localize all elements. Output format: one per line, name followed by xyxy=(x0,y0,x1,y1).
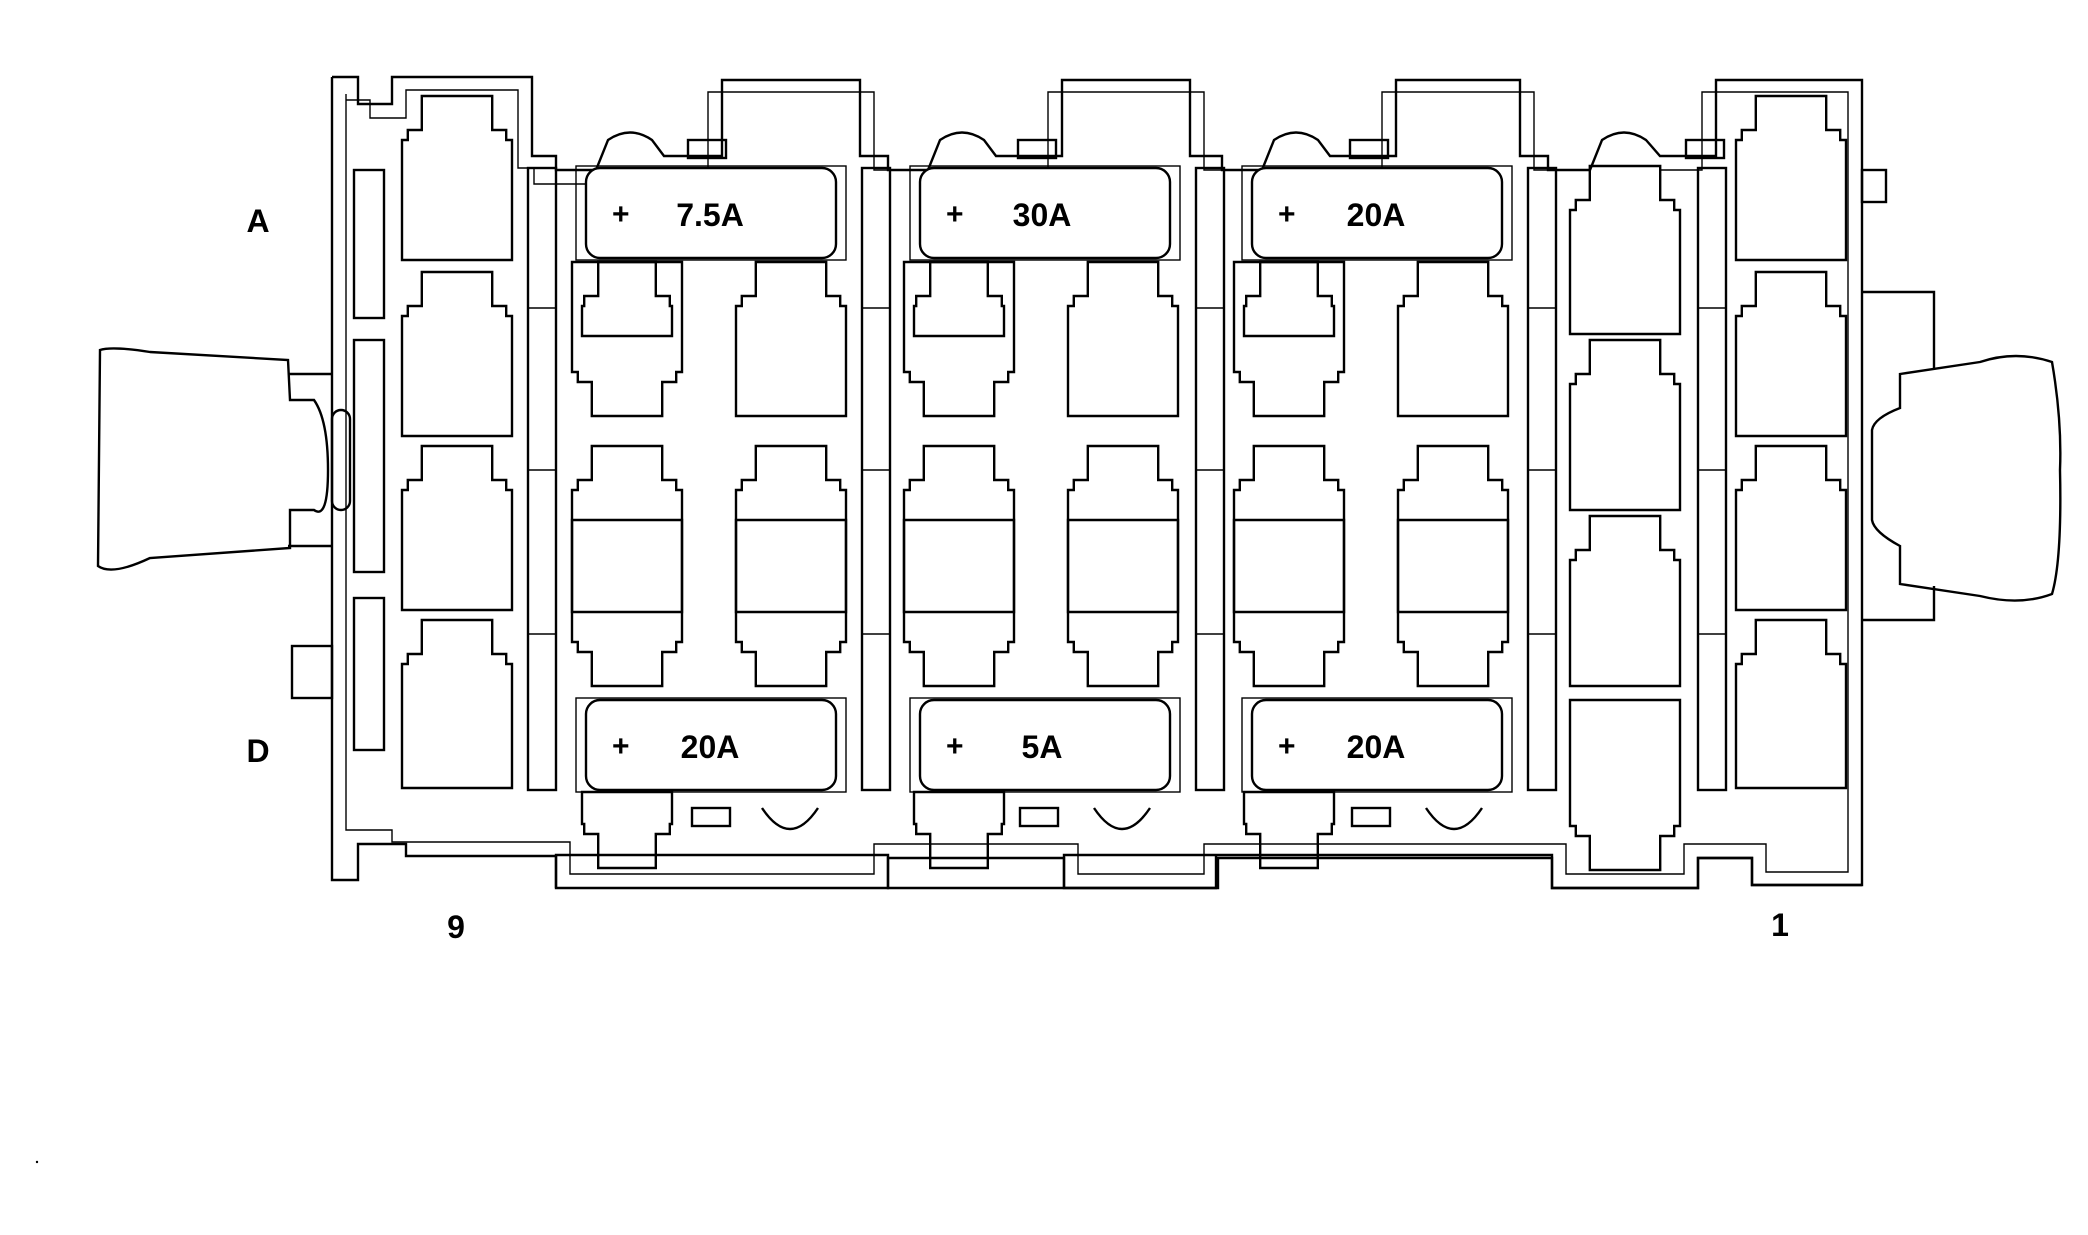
terminal-cavity-icon xyxy=(912,790,1006,870)
terminal-cavity-icon xyxy=(1568,338,1682,512)
bottom-notch-2 xyxy=(1093,807,1151,831)
bottom-tab-2 xyxy=(1018,806,1060,828)
terminal-cavity-icon xyxy=(734,518,848,688)
left-latch-key xyxy=(330,408,352,512)
terminal-cavity-icon xyxy=(1242,790,1336,870)
divider-strips xyxy=(526,166,1728,792)
top-tab-3 xyxy=(1348,138,1390,160)
fuse-top-1[interactable]: + 7.5A xyxy=(575,165,847,261)
bottom-tab-3 xyxy=(1350,806,1392,828)
fuse-bottom-3[interactable]: + 20A xyxy=(1241,697,1513,793)
terminal-cavity-icon xyxy=(902,444,1016,614)
bottom-tab-1 xyxy=(690,806,732,828)
terminal-cavity-icon xyxy=(1734,444,1848,612)
terminal-cavity-icon xyxy=(902,260,1016,418)
terminal-cavity-icon xyxy=(734,444,848,614)
fuse-bottom-3-rating: 20A xyxy=(1347,729,1406,765)
fuse-top-1-polarity: + xyxy=(612,198,630,231)
terminal-cavity-icon xyxy=(1066,518,1180,688)
terminal-cavity-icon xyxy=(912,260,1006,338)
left-key-slot-1 xyxy=(352,168,386,320)
fuse-bottom-3-polarity: + xyxy=(1278,730,1296,763)
column-label-left: 9 xyxy=(447,909,465,945)
left-key-slot-2 xyxy=(352,338,386,574)
terminal-cavity-icon xyxy=(1232,260,1346,418)
bottom-notch-1 xyxy=(761,807,819,831)
terminal-cavity-icon xyxy=(400,618,514,790)
bottom-notch-3 xyxy=(1425,807,1483,831)
terminal-cavity-icon xyxy=(1568,698,1682,872)
terminal-cavity-icon xyxy=(1568,164,1682,336)
terminal-cavity-icon xyxy=(1734,94,1848,262)
terminal-cavity-icon xyxy=(1568,514,1682,688)
right-side-tab xyxy=(1860,168,1888,204)
terminal-cavity-icon xyxy=(1396,444,1510,614)
terminal-cavity-icon xyxy=(400,270,514,438)
terminal-cavity-icon xyxy=(570,444,684,614)
terminal-cavity-icon xyxy=(570,260,684,418)
housing-inner-outline xyxy=(345,89,1849,875)
row-label-top: A xyxy=(246,203,269,239)
fuse-top-1-rating: 7.5A xyxy=(676,197,744,233)
fuse-top-2-rating: 30A xyxy=(1013,197,1072,233)
fuse-bottom-1[interactable]: + 20A xyxy=(575,697,847,793)
terminal-cavity-icon xyxy=(1734,618,1848,790)
terminal-cavity-icon xyxy=(580,260,674,338)
terminal-cavity-icon xyxy=(1396,518,1510,688)
top-tab-2 xyxy=(1016,138,1058,160)
left-latch-icon xyxy=(96,347,330,571)
right-latch-icon xyxy=(1870,354,2062,602)
terminal-cavity-icon xyxy=(1232,444,1346,614)
fuse-bottom-2[interactable]: + 5A xyxy=(909,697,1181,793)
terminal-cavity-icon xyxy=(1066,444,1180,614)
terminal-cavities xyxy=(400,94,1848,872)
fuse-top-2[interactable]: + 30A xyxy=(909,165,1181,261)
terminal-cavity-icon xyxy=(1396,260,1510,418)
terminal-cavity-icon xyxy=(734,260,848,418)
fuse-top-3-rating: 20A xyxy=(1347,197,1406,233)
fuse-bottom-1-polarity: + xyxy=(612,730,630,763)
terminal-cavity-icon xyxy=(902,518,1016,688)
terminal-cavity-icon xyxy=(400,94,514,262)
fuse-top-3[interactable]: + 20A xyxy=(1241,165,1513,261)
left-key-slot-3 xyxy=(352,596,386,752)
terminal-cavity-icon xyxy=(400,444,514,612)
fuse-bottom-2-polarity: + xyxy=(946,730,964,763)
fuse-top-3-polarity: + xyxy=(1278,198,1296,231)
fuse-bottom-1-rating: 20A xyxy=(681,729,740,765)
top-tab-4 xyxy=(1684,138,1726,160)
terminal-cavity-icon xyxy=(570,518,684,688)
terminal-cavity-icon xyxy=(580,790,674,870)
fuse-top-2-polarity: + xyxy=(946,198,964,231)
terminal-cavity-icon xyxy=(1232,518,1346,688)
top-tab-1 xyxy=(686,138,728,160)
terminal-cavity-icon xyxy=(1242,260,1336,338)
right-latch-stem xyxy=(1862,290,1936,622)
housing-bottom-edge xyxy=(330,77,1862,890)
row-label-bottom: D xyxy=(246,733,269,769)
stray-dot xyxy=(35,1160,39,1164)
column-label-right: 1 xyxy=(1771,907,1789,943)
fuse-bottom-2-rating: 5A xyxy=(1022,729,1063,765)
terminal-cavity-icon xyxy=(1734,270,1848,438)
left-side-tab xyxy=(290,644,334,700)
terminal-cavity-icon xyxy=(1066,260,1180,418)
